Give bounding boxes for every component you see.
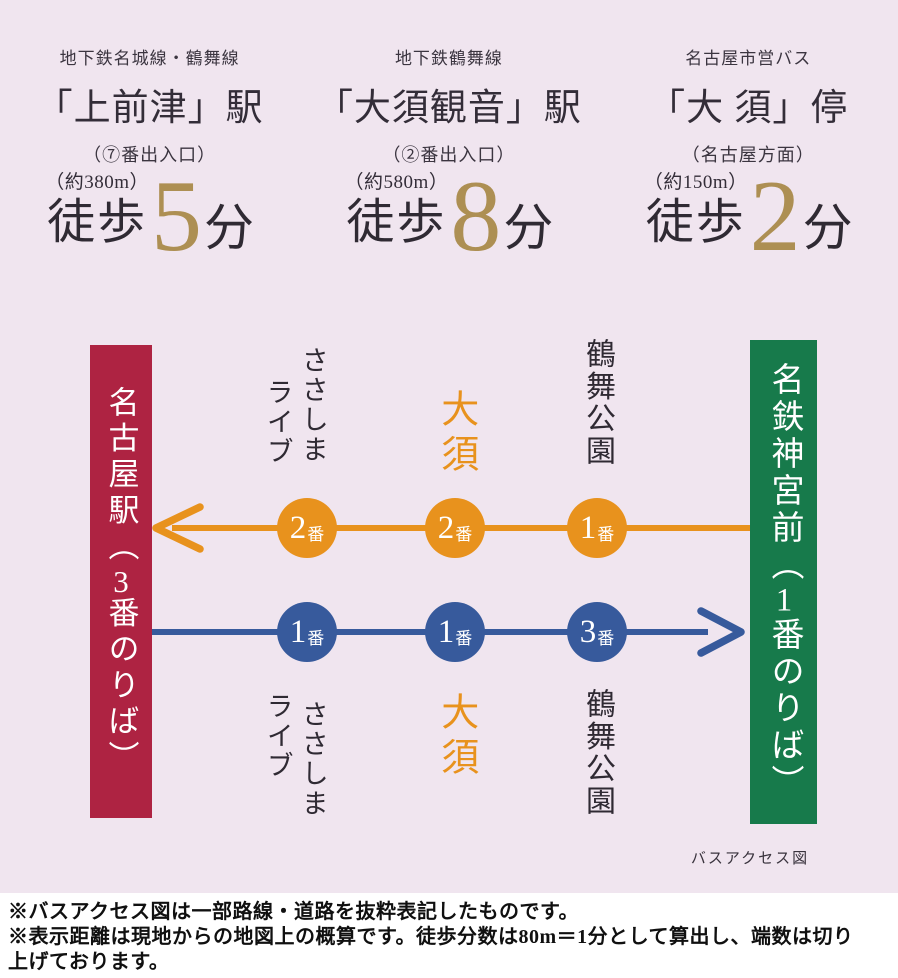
- walk-minutes-unit: 分: [204, 200, 255, 257]
- stations-section: 地下鉄名城線・鶴舞線 「上前津」駅 （⑦番出入口） （約380m） 徒歩 5 分…: [0, 0, 898, 273]
- walk-time: （約150m） 徒歩 2 分: [643, 159, 853, 273]
- footnotes: ※バスアクセス図は一部路線・道路を抜粋表記したものです。 ※表示距離は現地からの…: [0, 893, 898, 978]
- station-line-name: 名古屋市営バス: [685, 49, 812, 68]
- walk-distance: （約380m）: [45, 172, 150, 193]
- station-name: 「上前津」駅: [35, 88, 264, 129]
- walk-distance: （約580m）: [344, 172, 449, 193]
- station-block-kamimaezu: 地下鉄名城線・鶴舞線 「上前津」駅 （⑦番出入口） （約380m） 徒歩 5 分: [0, 0, 299, 273]
- stop-label-sasashima-upper: ささしま: [297, 346, 328, 465]
- stop-label-tsurumai-lower: 鶴舞公園: [581, 688, 614, 818]
- walk-minutes: 8: [450, 159, 502, 273]
- walk-time: （約580m） 徒歩 8 分: [344, 159, 554, 273]
- walk-label: 徒歩: [645, 196, 746, 249]
- walk-distance: （約150m）: [643, 172, 748, 193]
- terminal-platform-number: 1: [775, 583, 793, 617]
- blue-right-arrow-icon: [697, 607, 745, 657]
- station-line-name: 地下鉄名城線・鶴舞線: [59, 49, 240, 68]
- walk-minutes-unit: 分: [802, 200, 853, 257]
- stop-label-osu-upper: 大須: [434, 389, 477, 479]
- stop-label-sasashima-lower: ささしま: [297, 700, 328, 819]
- stop-label-sasashima-lower-2: ライブ: [262, 692, 293, 782]
- terminal-label: 名古屋駅（: [103, 386, 139, 566]
- walk-label: 徒歩: [346, 196, 447, 249]
- footnote-line: ※バスアクセス図は一部路線・道路を抜粋表記したものです。: [8, 901, 579, 923]
- walk-minutes: 2: [749, 159, 801, 273]
- terminal-label: 名鉄神宮前（: [766, 362, 802, 584]
- footnote-line: ※表示距離は現地からの地図上の概算です。徒歩分数は80m＝1分として算出し、端数…: [8, 926, 854, 949]
- walk-minutes: 5: [151, 159, 203, 273]
- station-exit: （⑦番出入口）: [83, 145, 217, 165]
- terminal-nagoya-station: 名古屋駅（3番のりば）: [90, 345, 152, 818]
- terminal-meitetsu-jingumae: 名鉄神宮前（1番のりば）: [750, 340, 817, 824]
- station-name: 「大 須」停: [648, 88, 849, 129]
- walk-minutes-unit: 分: [503, 200, 554, 257]
- walk-time: （約380m） 徒歩 5 分: [45, 159, 255, 273]
- station-line-name: 地下鉄鶴舞線: [394, 49, 503, 68]
- station-exit: （②番出入口）: [382, 145, 516, 165]
- footnote-line: 上げております。: [8, 951, 170, 974]
- diagram-caption: バスアクセス図: [690, 851, 810, 867]
- orange-left-arrow-icon: [152, 503, 204, 553]
- walk-label: 徒歩: [47, 196, 148, 249]
- terminal-platform-number: 3: [113, 566, 129, 597]
- stop-label-tsurumai-upper: 鶴舞公園: [581, 338, 614, 468]
- station-name: 「大須観音」駅: [315, 88, 582, 129]
- station-block-osu-busstop: 名古屋市営バス 「大 須」停 （名古屋方面） （約150m） 徒歩 2 分: [599, 0, 898, 273]
- station-block-osu-kannon: 地下鉄鶴舞線 「大須観音」駅 （②番出入口） （約580m） 徒歩 8 分: [299, 0, 598, 273]
- station-exit: （名古屋方面）: [681, 145, 815, 165]
- stop-label-sasashima-upper-2: ライブ: [262, 378, 293, 468]
- stop-label-osu-lower: 大須: [434, 692, 477, 782]
